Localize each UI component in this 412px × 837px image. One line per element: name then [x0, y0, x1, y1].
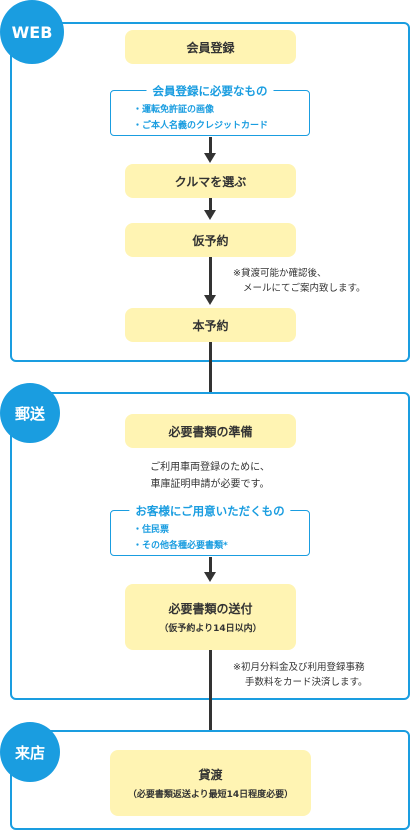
web-step-provisional-reservation: 仮予約 — [125, 223, 296, 257]
description-line: 車庫証明申請が必要です。 — [150, 479, 270, 490]
step-label: 必要書類の準備 — [168, 424, 253, 439]
note-line: ※初月分料金及び利用登録事務 — [233, 662, 365, 673]
web-badge: WEB — [0, 0, 64, 64]
step-label: 仮予約 — [192, 233, 229, 248]
step-sublabel: （仮予約より14日以内） — [159, 624, 262, 634]
mail-badge: 郵送 — [0, 383, 60, 443]
arrow-line — [209, 342, 212, 404]
web-requirement-item: ・運転免許証の画像 — [133, 105, 215, 115]
mail-requirement-item: ・その他各種必要書類* — [133, 541, 228, 551]
web-requirements-box: 会員登録に必要なもの ・運転免許証の画像 ・ご本人名義のクレジットカード — [110, 83, 310, 136]
web-note: ※貸渡可能か確認後、 メールにてご案内致します。 — [233, 266, 366, 296]
mail-description: ご利用車両登録のために、 車庫証明申請が必要です。 — [110, 459, 310, 493]
note-line: 手数料をカード決済します。 — [245, 677, 368, 688]
arrow-head — [204, 572, 216, 582]
mail-step-prepare-documents: 必要書類の準備 — [125, 414, 296, 448]
arrow-line — [209, 557, 212, 574]
step-label: 本予約 — [192, 318, 229, 333]
mail-requirements-box: お客様にご用意いただくもの ・住民票 ・その他各種必要書類* — [110, 503, 310, 556]
arrow-line — [209, 257, 212, 297]
step-label: クルマを選ぶ — [174, 174, 247, 189]
step-label: 貸渡 — [198, 768, 223, 782]
web-requirement-item: ・ご本人名義のクレジットカード — [133, 121, 269, 131]
description-line: ご利用車両登録のために、 — [150, 462, 270, 473]
mail-requirements-title: お客様にご用意いただくもの — [129, 503, 291, 519]
mail-step-send-documents: 必要書類の送付 （仮予約より14日以内） — [125, 584, 296, 650]
note-line: メールにてご案内致します。 — [243, 283, 366, 294]
web-requirements-title: 会員登録に必要なもの — [146, 83, 274, 99]
step-sublabel: （必要書類返送より最短14日程度必要） — [127, 790, 294, 800]
arrow-head — [204, 295, 216, 305]
web-step-choose-car: クルマを選ぶ — [125, 164, 296, 198]
store-step-handover: 貸渡 （必要書類返送より最短14日程度必要） — [110, 750, 311, 816]
mail-requirement-item: ・住民票 — [133, 525, 170, 535]
web-step-final-reservation: 本予約 — [125, 308, 296, 342]
web-step-member-registration: 会員登録 — [125, 30, 296, 64]
arrow-line — [209, 650, 212, 740]
arrow-head — [204, 210, 216, 220]
step-label: 必要書類の送付 — [168, 602, 253, 616]
note-line: ※貸渡可能か確認後、 — [233, 268, 327, 279]
store-badge: 来店 — [0, 722, 60, 782]
arrow-line — [209, 137, 212, 155]
arrow-head — [204, 153, 216, 163]
arrow-line — [209, 198, 212, 212]
mail-note: ※初月分料金及び利用登録事務 手数料をカード決済します。 — [233, 660, 368, 690]
step-label: 会員登録 — [186, 40, 235, 55]
